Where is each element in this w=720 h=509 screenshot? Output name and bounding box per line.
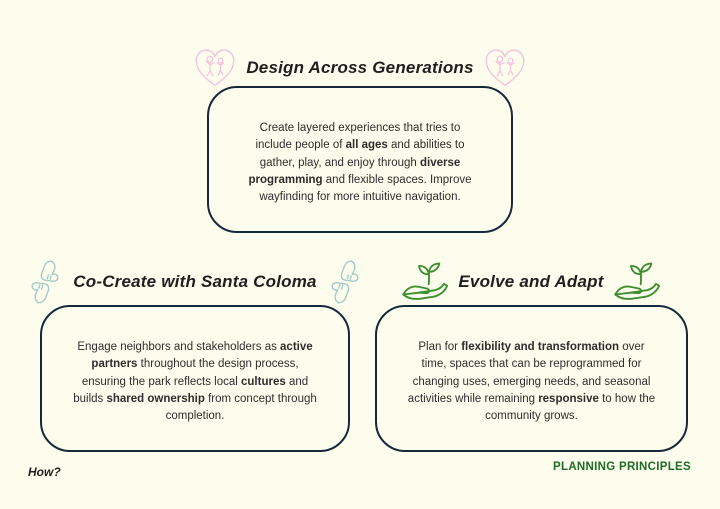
principle-title-cocreate: Co-Create with Santa Coloma: [73, 272, 317, 291]
principle-header-cocreate: Co-Create with Santa Coloma: [15, 258, 375, 306]
principle-header-evolve: Evolve and Adapt: [371, 258, 691, 306]
principle-card-generations: Create layered experiences that tries to…: [207, 86, 513, 233]
hand-sprout-icon: [613, 262, 661, 303]
principle-body-cocreate: Engage neighbors and stakeholders as act…: [73, 341, 317, 423]
puzzle-hands-icon: [326, 259, 364, 305]
principle-body-generations: Create layered experiences that tries to…: [248, 122, 472, 204]
hand-sprout-icon: [401, 262, 449, 303]
principle-card-evolve: Plan for flexibility and transformation …: [375, 305, 688, 452]
principle-body-evolve: Plan for flexibility and transformation …: [407, 341, 656, 423]
puzzle-hands-icon: [26, 259, 64, 305]
principle-title-generations: Design Across Generations: [246, 58, 474, 77]
heart-generations-icon: [483, 47, 527, 89]
footer-category-label: PLANNING PRINCIPLES: [553, 461, 691, 473]
principle-header-generations: Design Across Generations: [160, 44, 560, 92]
heart-generations-icon: [193, 47, 237, 89]
footer-how-label: How?: [28, 465, 61, 479]
principle-card-cocreate: Engage neighbors and stakeholders as act…: [40, 305, 350, 452]
principle-title-evolve: Evolve and Adapt: [458, 272, 604, 291]
